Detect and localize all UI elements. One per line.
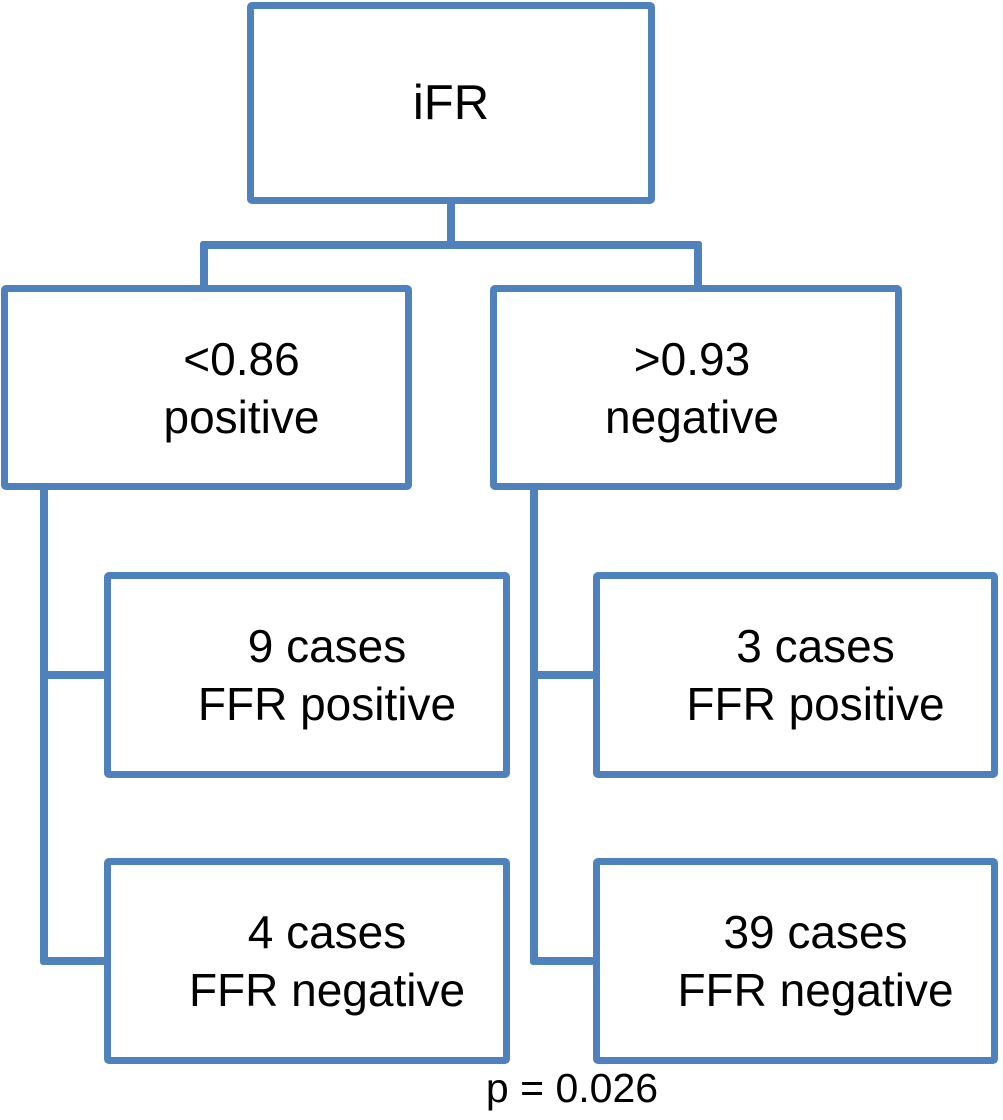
node-leaf-9-ffr-positive: 9 cases FFR positive bbox=[104, 572, 510, 778]
p-value-annotation: p = 0.026 bbox=[485, 1065, 659, 1111]
node-leaf-39-ffr-negative: 39 cases FFR negative bbox=[593, 858, 998, 1064]
ffr-result-text: FFR positive bbox=[686, 678, 945, 730]
ffr-result-text: FFR negative bbox=[188, 964, 466, 1016]
connector-branch-crossbar bbox=[200, 241, 702, 249]
connector-right-stub-bottom bbox=[534, 957, 595, 965]
case-count-text: 3 cases bbox=[736, 620, 895, 672]
node-ifr-positive-branch: <0.86 positive bbox=[1, 285, 412, 490]
connector-drop-left bbox=[200, 241, 208, 288]
case-count-text: 4 cases bbox=[247, 906, 407, 958]
node-ifr-negative-label: >0.93 negative bbox=[605, 330, 779, 446]
leaf-label: 9 cases FFR positive bbox=[198, 617, 456, 733]
node-leaf-4-ffr-negative: 4 cases FFR negative bbox=[104, 858, 510, 1064]
connector-root-stem bbox=[447, 202, 455, 244]
node-ifr-root-label: iFR bbox=[412, 76, 490, 130]
case-count-text: 9 cases bbox=[247, 620, 407, 672]
node-leaf-3-ffr-positive: 3 cases FFR positive bbox=[593, 572, 998, 778]
connector-right-stub-top bbox=[534, 671, 595, 679]
leaf-label: 39 cases FFR negative bbox=[677, 903, 953, 1019]
ffr-result-text: FFR positive bbox=[197, 678, 457, 730]
connector-left-stub-bottom bbox=[44, 957, 106, 965]
case-count-text: 39 cases bbox=[723, 906, 908, 958]
threshold-text: <0.86 bbox=[183, 332, 300, 385]
connector-drop-right bbox=[694, 241, 702, 288]
result-text: positive bbox=[163, 390, 320, 443]
connector-right-vertical bbox=[530, 487, 538, 965]
node-ifr-negative-branch: >0.93 negative bbox=[490, 285, 902, 490]
threshold-text: >0.93 bbox=[633, 332, 751, 385]
node-ifr-positive-label: <0.86 positive bbox=[164, 330, 320, 446]
connector-left-stub-top bbox=[44, 671, 106, 679]
ffr-result-text: FFR negative bbox=[677, 964, 954, 1016]
leaf-label: 3 cases FFR positive bbox=[686, 617, 944, 733]
leaf-label: 4 cases FFR negative bbox=[189, 903, 465, 1019]
connector-left-vertical bbox=[40, 487, 48, 965]
node-ifr-root: iFR bbox=[247, 2, 655, 204]
result-text: negative bbox=[605, 390, 779, 443]
